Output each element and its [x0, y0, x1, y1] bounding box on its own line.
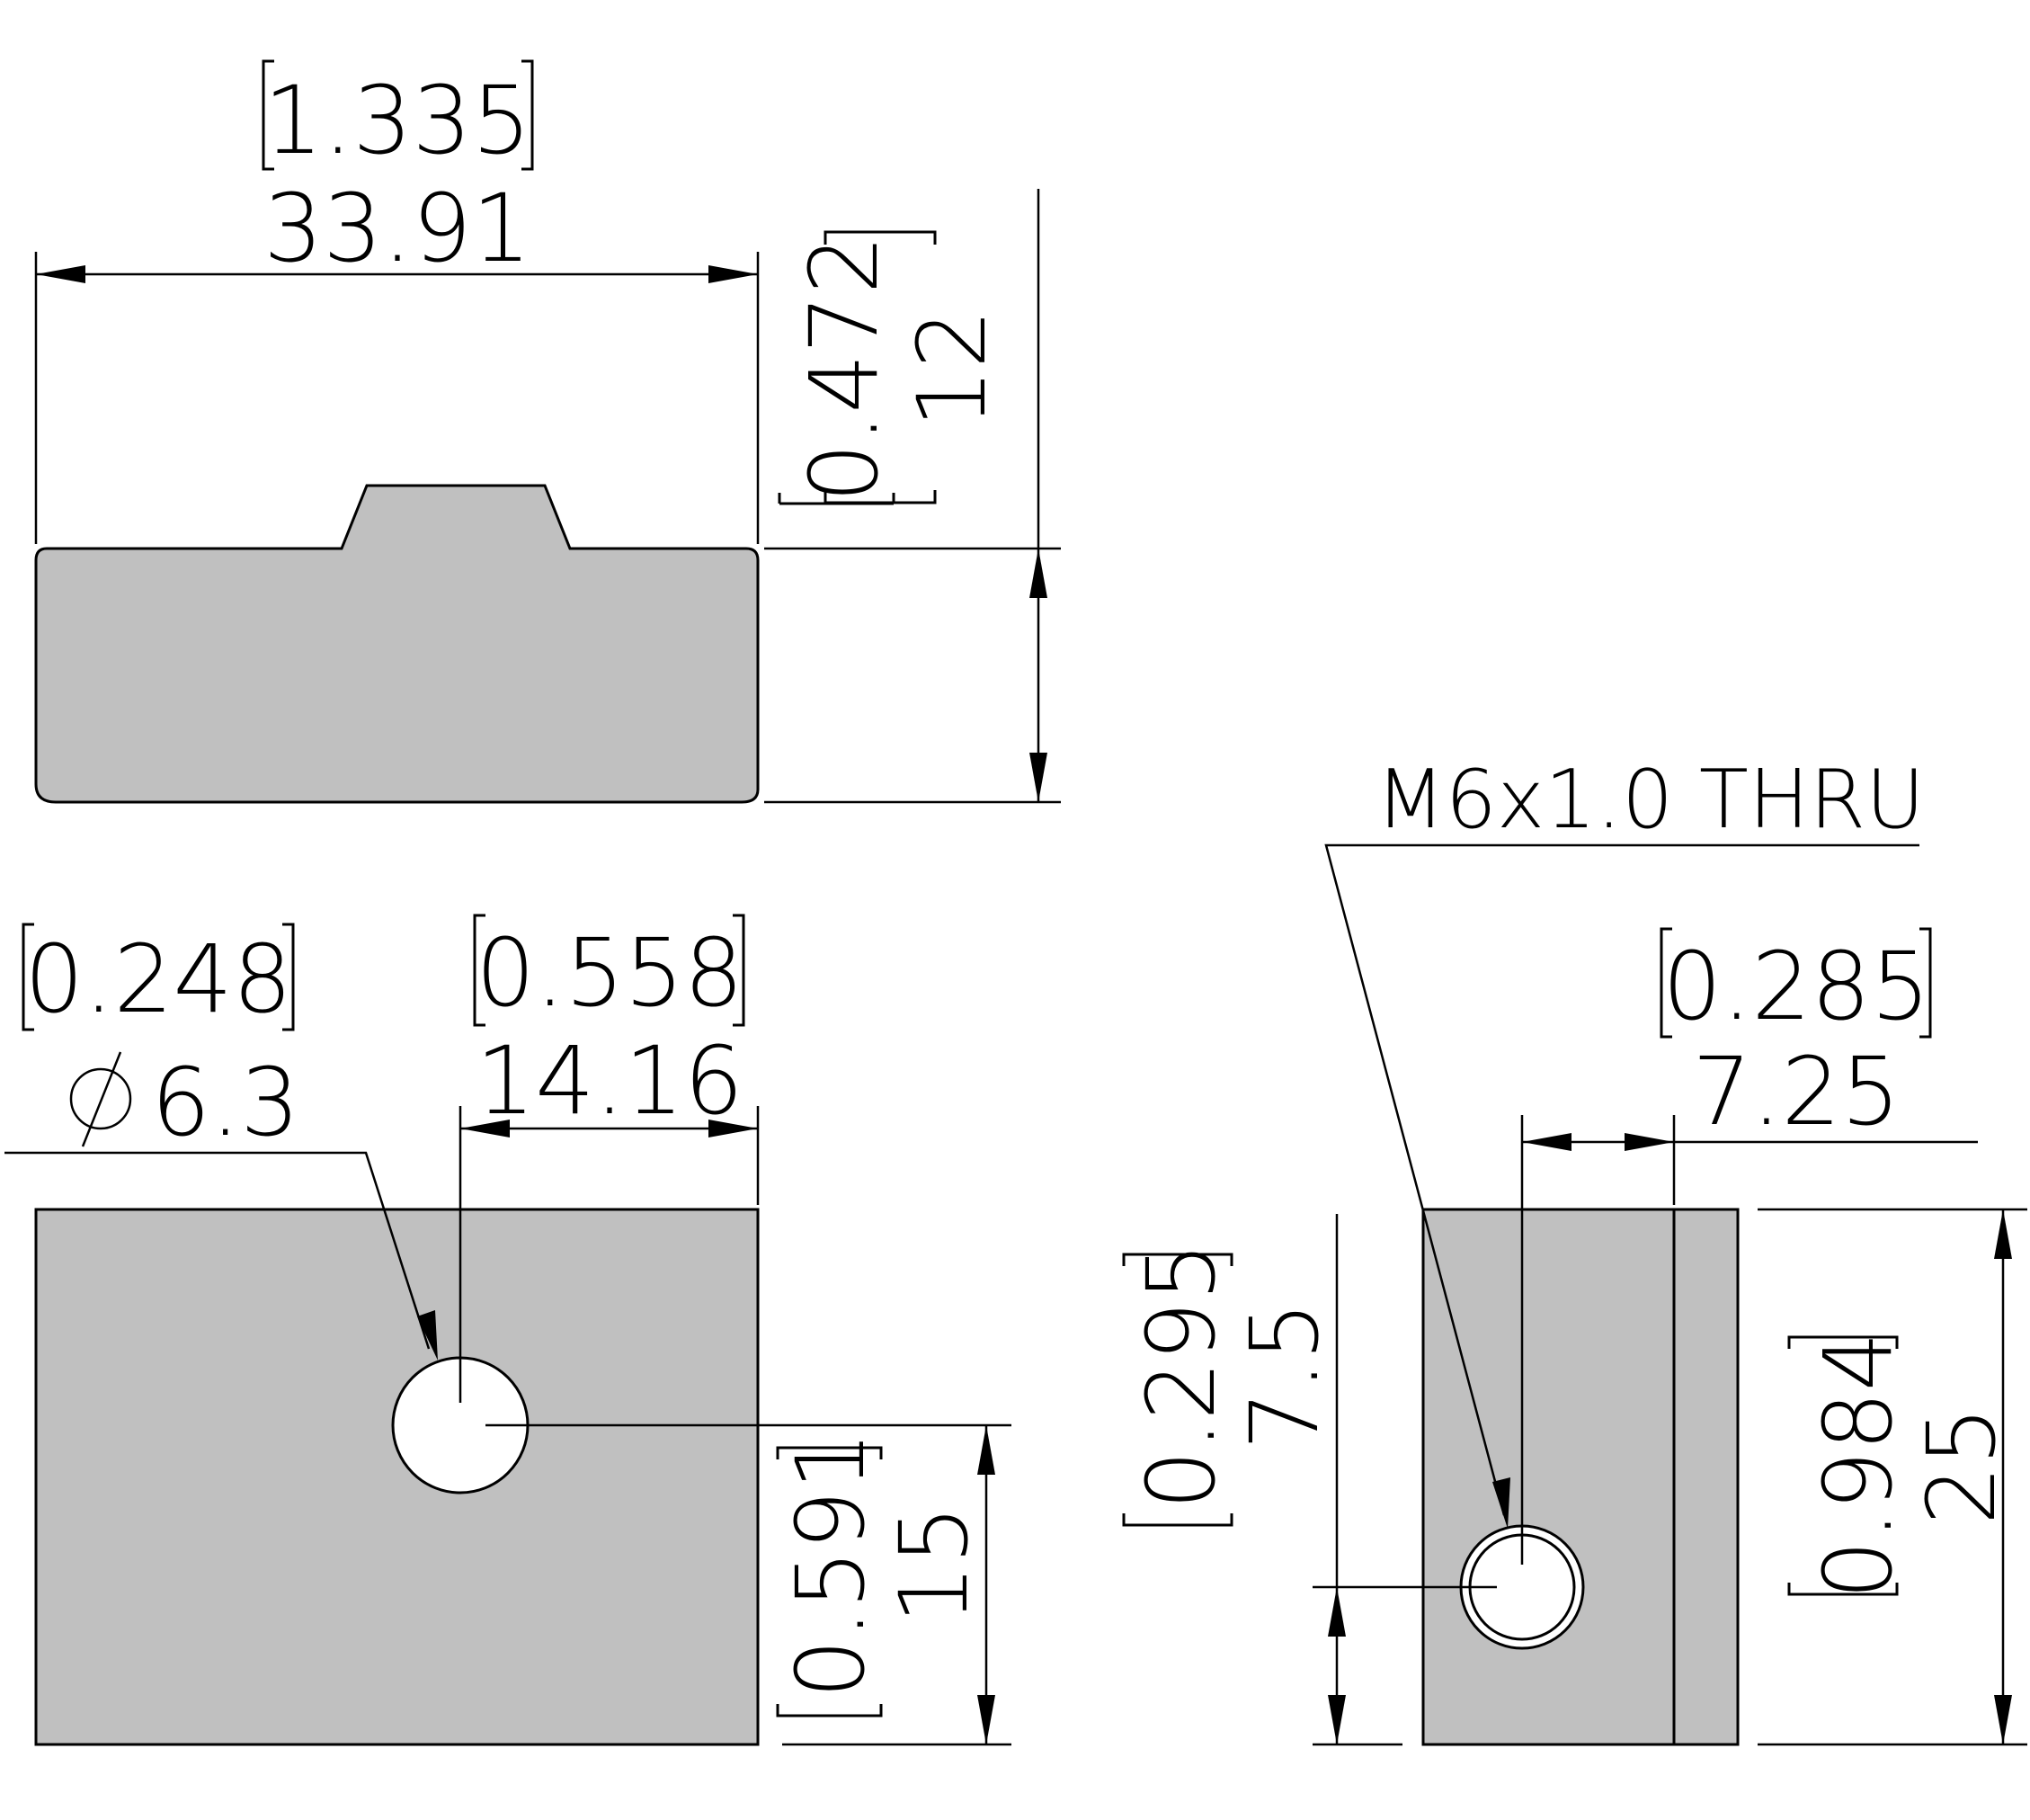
hole-dia-leader-arrow	[417, 1310, 438, 1361]
front-hole-x-arrow-right	[708, 1120, 758, 1138]
front-hole-y-bracket-top	[776, 1446, 883, 1459]
side-hole-y-mm-label: 7.5	[1230, 1301, 1340, 1450]
top-height-bracket-bottom	[824, 490, 937, 504]
side-hole-y-bracket-bottom	[1122, 1513, 1233, 1527]
side-height-bracket-bottom	[1787, 1583, 1899, 1596]
thread-callout-leader	[1324, 843, 1919, 1516]
top-view-profile	[34, 484, 760, 804]
top-height-inch-label: 0.472	[789, 235, 899, 503]
top-height-arrow-top	[1029, 549, 1047, 598]
front-hole-x-bracket-right	[733, 914, 745, 1027]
top-width-arrow-right	[708, 265, 758, 283]
top-width-mm-label: 33.91	[263, 174, 531, 283]
side-view-block	[1421, 1208, 1740, 1746]
diameter-symbol-icon	[69, 1051, 132, 1147]
hole-dia-leader	[4, 1151, 431, 1350]
side-hole-x-bracket-left	[1660, 927, 1672, 1039]
side-hole-y-arrow-top	[1328, 1587, 1346, 1637]
side-hole-x-arrow-right	[1625, 1133, 1674, 1151]
side-hole-x-arrow-left	[1522, 1133, 1571, 1151]
side-view: M6x1.0 THRU 0.285 7.25 0.295 7.5	[1122, 753, 2027, 1746]
hole-dia-inch-label: 0.248	[24, 924, 292, 1034]
side-hole-y-bracket-top	[1122, 1253, 1233, 1266]
front-hole-y-bracket-bottom	[776, 1704, 883, 1717]
front-hole-x-arrow-left	[460, 1120, 510, 1138]
top-height-mm-label: 12	[897, 309, 1007, 428]
front-view-block	[34, 1208, 760, 1746]
side-height-bracket-top	[1787, 1335, 1899, 1349]
top-width-arrow-left	[36, 265, 85, 283]
thread-callout-label: M6x1.0 THRU	[1376, 753, 1925, 847]
front-hole-y-inch-label: 0.591	[776, 1431, 886, 1699]
top-width-bracket-left	[262, 59, 274, 171]
hole-dia-bracket-left	[22, 923, 34, 1031]
side-hole-x-bracket-right	[1919, 927, 1932, 1039]
top-height-bracket-top	[824, 230, 937, 245]
side-hole-y-arrow-bottom	[1328, 1695, 1346, 1744]
side-hole-y-inch-label: 0.295	[1126, 1242, 1236, 1510]
side-height-arrow-bottom	[1994, 1695, 2012, 1744]
top-width-inch-label: 1.335	[263, 66, 531, 175]
side-height-mm-label: 25	[1907, 1406, 2017, 1525]
front-hole-y-arrow-bottom	[977, 1695, 995, 1744]
hole-dia-bracket-right	[282, 923, 295, 1031]
front-hole-x-mm-label: 14.16	[476, 1026, 743, 1136]
side-height-inch-label: 0.984	[1803, 1332, 1913, 1600]
front-hole-x-inch-label: 0.558	[476, 918, 743, 1028]
front-hole-y-mm-label: 15	[879, 1505, 989, 1624]
front-hole-y-arrow-top	[977, 1425, 995, 1475]
front-view: 0.248 6.3 0.558 14.16 0.591 15	[4, 914, 1011, 1746]
hole-dia-mm-label: 6.3	[151, 1048, 299, 1157]
side-hole-x-inch-label: 0.285	[1662, 932, 1930, 1041]
top-view: 1.335 33.91 0.472 12	[34, 59, 1061, 804]
front-hole-x-bracket-left	[473, 914, 485, 1027]
top-width-bracket-right	[521, 59, 534, 171]
side-height-arrow-top	[1994, 1209, 2012, 1259]
top-height-arrow-bottom	[1029, 753, 1047, 802]
side-hole-x-mm-label: 7.25	[1692, 1037, 1901, 1146]
thread-callout-arrow	[1492, 1477, 1510, 1529]
